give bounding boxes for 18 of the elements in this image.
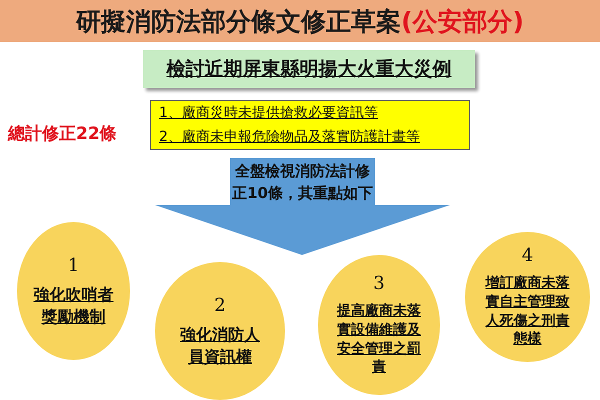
- down-arrow-shape: [155, 158, 450, 255]
- heading-box: [143, 50, 475, 88]
- arrow-text: 全盤檢視消防法計修正10條，其重點如下: [231, 161, 374, 204]
- point-text: 強化吹哨者獎勵機制: [32, 284, 114, 328]
- title-note: (公安部分): [401, 6, 524, 38]
- point-text: 提高廠商未落實設備維護及安全管理之罰責: [337, 302, 421, 378]
- title: 研擬消防法部分條文修正草案: [76, 6, 402, 38]
- point-text: 增訂廠商未落實自主管理致人死傷之刑責態樣: [486, 274, 570, 350]
- total-label: 總計修正22條: [8, 123, 117, 145]
- list-item: 1、廠商災時未提供搶救必要資訊等: [159, 104, 379, 122]
- point-number: 3: [373, 272, 385, 294]
- item-list-box: [150, 100, 470, 150]
- list-item: 2、廠商未申報危險物品及落實防護計畫等: [159, 128, 421, 146]
- point-number: 4: [522, 244, 534, 266]
- point-text: 強化消防人員資訊權: [179, 324, 261, 368]
- point-number: 1: [68, 254, 80, 276]
- point-number: 2: [214, 294, 226, 316]
- heading-text: 檢討近期屏東縣明揚大火重大災例: [166, 57, 452, 82]
